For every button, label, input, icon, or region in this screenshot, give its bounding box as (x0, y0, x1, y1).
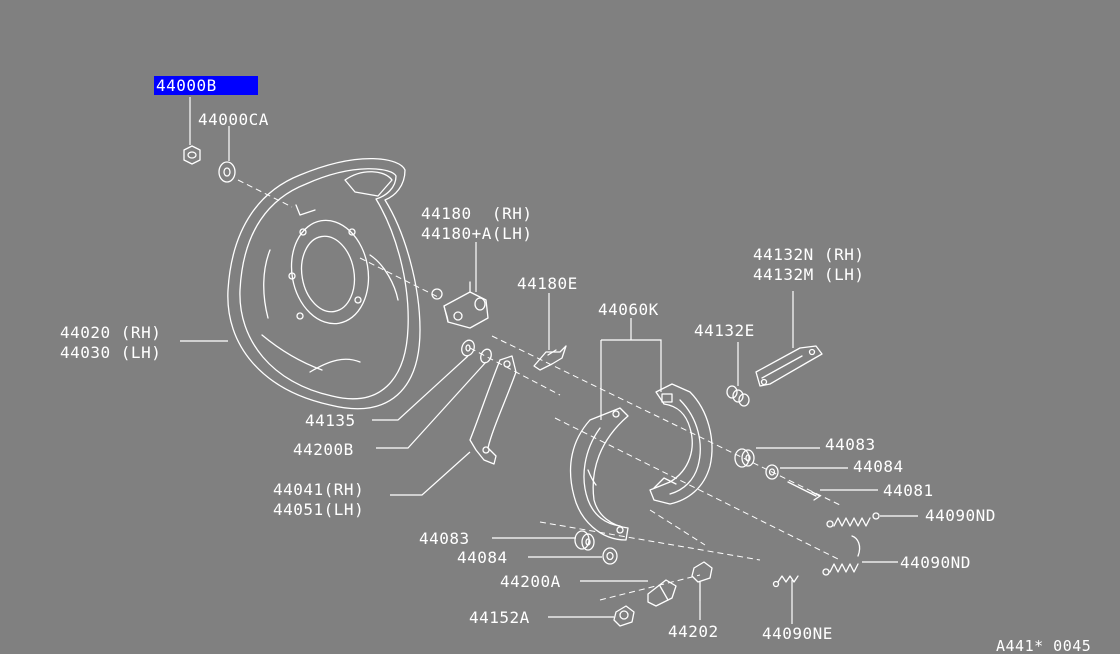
brake-shoe-rear[interactable] (649, 383, 713, 505)
bleeder-44200a[interactable] (647, 579, 677, 607)
nut-44000b[interactable] (183, 145, 201, 165)
label-44020-rh[interactable]: 44020 (RH) (60, 323, 161, 342)
label-44132e[interactable]: 44132E (694, 321, 755, 340)
leader-44135 (372, 355, 469, 421)
leader-44041 (390, 451, 471, 496)
label-44200a[interactable]: 44200A (500, 572, 561, 591)
adjuster-lever-44132n[interactable] (755, 345, 823, 387)
label-44180e[interactable]: 44180E (517, 274, 578, 293)
label-44000b[interactable]: 44000B (156, 76, 217, 95)
adjuster-44180e[interactable] (533, 345, 567, 371)
label-44084-left[interactable]: 44084 (457, 548, 508, 567)
label-44132n-rh[interactable]: 44132N (RH) (753, 245, 864, 264)
spring-44132e[interactable] (726, 385, 750, 407)
label-44083-right[interactable]: 44083 (825, 435, 876, 454)
bracket-44060k (600, 339, 662, 420)
label-44090nd-upper[interactable]: 44090ND (925, 506, 996, 525)
washer-44000ca[interactable] (218, 161, 236, 183)
backing-plate-44020[interactable] (227, 157, 421, 410)
selected-part-highlight (154, 76, 258, 95)
label-44060k[interactable]: 44060K (598, 300, 659, 319)
assembly-axis-lines (237, 179, 841, 601)
screw-44202[interactable] (691, 561, 713, 601)
label-44200b[interactable]: 44200B (293, 440, 354, 459)
label-44152a[interactable]: 44152A (469, 608, 530, 627)
brake-shoe-front[interactable] (569, 407, 629, 541)
label-44081[interactable]: 44081 (883, 481, 934, 500)
label-44030-lh[interactable]: 44030 (LH) (60, 343, 161, 362)
spring-44090nd-upper[interactable] (826, 512, 880, 528)
label-44180a-lh[interactable]: 44180+A(LH) (421, 224, 532, 243)
label-44202[interactable]: 44202 (668, 622, 719, 641)
cup-44083-right[interactable] (734, 448, 755, 468)
pin-44081[interactable] (787, 481, 821, 501)
parking-lever-44041[interactable] (469, 355, 517, 465)
label-44132m-lh[interactable]: 44132M (LH) (753, 265, 864, 284)
label-44135[interactable]: 44135 (305, 411, 356, 430)
leader-44200b (376, 361, 487, 449)
label-44083-left[interactable]: 44083 (419, 529, 470, 548)
label-44180-rh[interactable]: 44180 (RH) (421, 204, 532, 223)
label-44090nd-lower[interactable]: 44090ND (900, 553, 971, 572)
label-44051-lh[interactable]: 44051(LH) (273, 500, 364, 519)
label-44000ca[interactable]: 44000CA (198, 110, 269, 129)
label-44090ne[interactable]: 44090NE (762, 624, 833, 643)
spring-44090ne[interactable] (772, 575, 799, 588)
wheel-cylinder-44180[interactable] (431, 281, 489, 329)
spring-44090nd-lower[interactable] (822, 535, 861, 576)
spring-44084-right[interactable] (765, 464, 779, 480)
figure-code: A441* 0045 (996, 637, 1091, 654)
spring-44200b[interactable] (479, 348, 493, 365)
pin-44135[interactable] (460, 338, 477, 357)
spring-44084-left[interactable] (602, 547, 618, 565)
cup-44083-left[interactable] (574, 530, 595, 551)
label-44084-right[interactable]: 44084 (853, 457, 904, 476)
label-44041-rh[interactable]: 44041(RH) (273, 480, 364, 499)
cap-44152a[interactable] (613, 605, 635, 627)
